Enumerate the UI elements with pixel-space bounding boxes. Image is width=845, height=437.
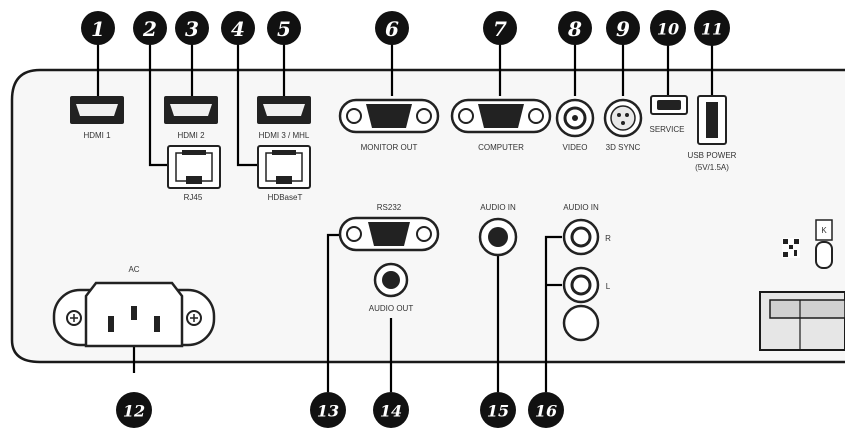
svg-text:3: 3	[185, 17, 199, 41]
kensington-lock: K	[815, 219, 833, 269]
rear-panel-outline	[10, 68, 845, 364]
callout-5: 5	[267, 11, 301, 45]
audio-r-label: R	[605, 234, 611, 243]
callout-4: 4	[221, 11, 255, 45]
svg-text:4: 4	[231, 17, 245, 41]
hdmi-3-mhl-port: HDMI 3 / MHL	[257, 96, 311, 140]
callout-9: 9	[606, 11, 640, 45]
rj45-port: RJ45	[167, 145, 221, 202]
audio-out-port: AUDIO OUT	[369, 262, 414, 313]
callout-14: 14	[373, 392, 409, 428]
rs232-port: RS232	[338, 203, 440, 252]
svg-text:12: 12	[123, 402, 145, 421]
svg-text:8: 8	[567, 17, 582, 41]
callout-15: 15	[480, 392, 516, 428]
hdmi-2-label: HDMI 2	[177, 131, 205, 140]
computer-vga-port: COMPUTER	[450, 98, 552, 152]
callout-13: 13	[310, 392, 346, 428]
svg-text:2: 2	[142, 17, 157, 41]
audio-out-label: AUDIO OUT	[369, 304, 414, 313]
callout-12: 12	[116, 392, 152, 428]
svg-text:9: 9	[616, 17, 630, 41]
audio-l-label: L	[606, 282, 611, 291]
hdmi-3-label: HDMI 3 / MHL	[259, 131, 310, 140]
callout-7: 7	[483, 11, 517, 45]
usb-rating-label: (5V/1.5A)	[695, 163, 729, 172]
audio-in-label: AUDIO IN	[480, 203, 516, 212]
computer-label: COMPUTER	[478, 143, 524, 152]
callout-11: 11	[694, 10, 730, 46]
svg-text:6: 6	[385, 17, 399, 41]
monitor-out-label: MONITOR OUT	[361, 143, 418, 152]
audio-in-port: AUDIO IN	[478, 203, 518, 257]
3d-sync-port: 3D SYNC	[603, 98, 643, 152]
callout-16: 16	[528, 392, 564, 428]
usb-power-port: USB POWER (5V/1.5A)	[688, 95, 737, 172]
svg-text:14: 14	[380, 402, 402, 421]
callout-2: 2	[133, 11, 167, 45]
usb-power-label: USB POWER	[688, 151, 737, 160]
svg-text:15: 15	[487, 402, 509, 421]
audio-in-lr-ports: AUDIO IN R L	[562, 203, 611, 342]
ac-power-inlet: AC	[52, 265, 216, 348]
service-label: SERVICE	[650, 125, 685, 134]
svg-text:11: 11	[701, 20, 723, 39]
rear-foot-block	[759, 291, 845, 351]
svg-text:10: 10	[657, 20, 679, 39]
audio-in-lr-label: AUDIO IN	[563, 203, 599, 212]
hdbaset-port: HDBaseT	[257, 145, 311, 202]
callout-3: 3	[175, 11, 209, 45]
rj45-label: RJ45	[184, 193, 203, 202]
callout-6: 6	[375, 11, 409, 45]
svg-text:1: 1	[91, 17, 105, 41]
svg-text:16: 16	[535, 402, 557, 421]
video-label: VIDEO	[563, 143, 588, 152]
hdmi-1-label: HDMI 1	[83, 131, 111, 140]
leader-lines	[96, 44, 714, 392]
rs232-label: RS232	[377, 203, 402, 212]
svg-text:5: 5	[277, 17, 291, 41]
hdbaset-label: HDBaseT	[268, 193, 303, 202]
callout-1: 1	[81, 11, 115, 45]
svg-text:7: 7	[493, 17, 507, 41]
ac-label: AC	[128, 265, 139, 274]
lock-label: K	[821, 226, 827, 235]
callout-8: 8	[558, 11, 592, 45]
svg-text:13: 13	[317, 402, 339, 421]
video-rca-port: VIDEO	[555, 98, 595, 152]
qr-code-icon	[782, 238, 800, 258]
service-port: SERVICE	[650, 95, 688, 134]
hdmi-1-port: HDMI 1	[70, 96, 124, 140]
hdmi-2-port: HDMI 2	[164, 96, 218, 140]
3d-sync-label: 3D SYNC	[606, 143, 641, 152]
callout-10: 10	[650, 10, 686, 46]
monitor-out-vga-port: MONITOR OUT	[338, 98, 440, 152]
